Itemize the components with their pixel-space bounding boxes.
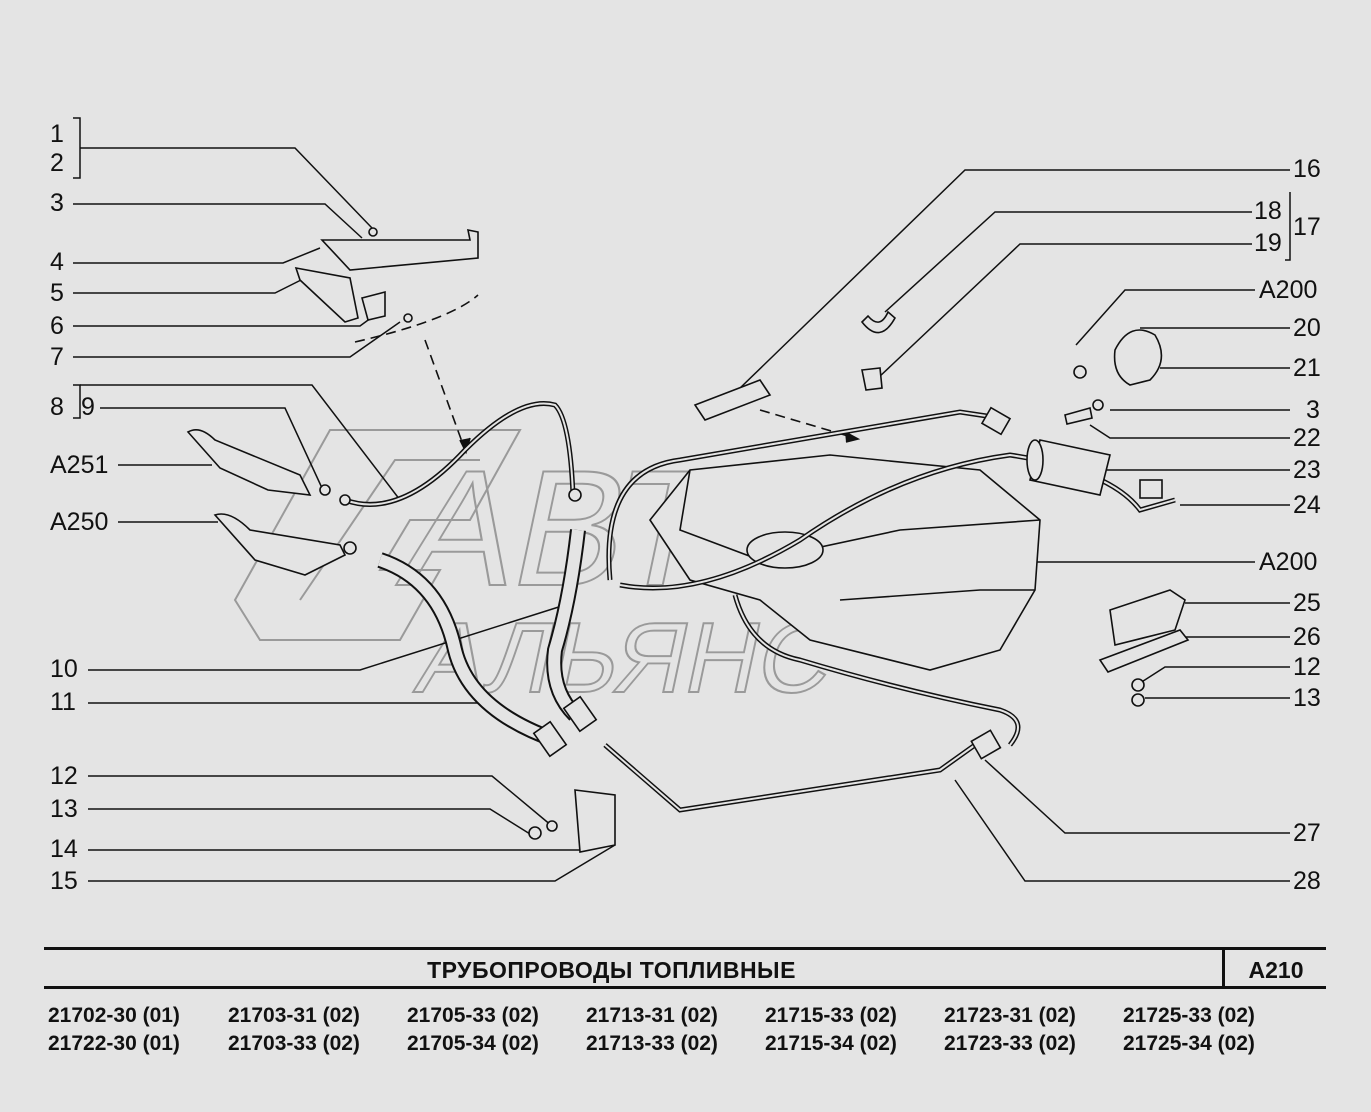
dash-arrow xyxy=(424,339,466,451)
label-16: 16 xyxy=(1293,155,1321,183)
label-1: 1 xyxy=(50,120,64,148)
clamp-21 xyxy=(1113,329,1163,386)
label-18: 18 xyxy=(1254,197,1282,225)
label-23: 23 xyxy=(1293,456,1321,484)
label-a200-bottom: A200 xyxy=(1259,548,1318,576)
connector-27 xyxy=(970,729,1002,760)
model-item: 21723-31 (02) xyxy=(944,1004,1076,1027)
clip-19 xyxy=(861,367,883,391)
model-item: 21705-34 (02) xyxy=(407,1032,539,1055)
model-column: 21725-33 (02) 21725-34 (02) xyxy=(1123,1002,1255,1058)
bolt-part xyxy=(368,227,378,237)
label-10: 10 xyxy=(50,655,78,683)
model-column: 21723-31 (02) 21723-33 (02) xyxy=(944,1002,1076,1058)
diagram-code: A210 xyxy=(1248,957,1304,983)
watermark-logo-icon xyxy=(233,429,522,641)
bracket-part xyxy=(320,228,479,271)
label-19: 19 xyxy=(1254,229,1282,257)
label-22: 22 xyxy=(1293,424,1321,452)
model-item: 21723-33 (02) xyxy=(944,1032,1076,1055)
label-a250: A250 xyxy=(50,508,109,536)
parts-diagram: АВТО АЛЬЯНС xyxy=(50,117,1321,895)
page-title: ТРУБОПРОВОДЫ ТОПЛИВНЫЕ xyxy=(427,957,796,983)
diagram-svg: АВТО АЛЬЯНС xyxy=(73,117,1291,882)
holder-15 xyxy=(574,789,616,853)
label-21: 21 xyxy=(1293,354,1321,382)
label-a200-top: A200 xyxy=(1259,276,1318,304)
title-divider xyxy=(1222,950,1225,986)
label-24: 24 xyxy=(1293,491,1321,519)
label-a251: A251 xyxy=(50,451,109,479)
model-item: 21722-30 (01) xyxy=(48,1032,180,1055)
model-column: 21715-33 (02) 21715-34 (02) xyxy=(765,1002,897,1058)
parts-drawing xyxy=(186,227,1190,853)
label-20: 20 xyxy=(1293,314,1321,342)
model-column: 21703-31 (02) 21703-33 (02) xyxy=(228,1002,360,1058)
label-15: 15 xyxy=(50,867,78,895)
model-column: 21702-30 (01) 21722-30 (01) xyxy=(48,1002,180,1058)
dash-arc xyxy=(354,294,479,343)
model-item: 21715-34 (02) xyxy=(765,1032,897,1055)
fuel-rail-a250 xyxy=(213,513,347,576)
label-4: 4 xyxy=(50,248,64,276)
model-item: 21715-33 (02) xyxy=(765,1004,897,1027)
model-column: 21713-31 (02) 21713-33 (02) xyxy=(586,1002,718,1058)
label-12-right: 12 xyxy=(1293,653,1321,681)
model-item: 21713-31 (02) xyxy=(586,1004,718,1027)
fuel-tank xyxy=(649,454,1041,671)
label-17: 17 xyxy=(1293,213,1321,241)
label-14: 14 xyxy=(50,835,78,863)
label-11: 11 xyxy=(50,688,76,716)
bolt-22 xyxy=(1064,406,1093,425)
label-3-right: 3 xyxy=(1306,396,1320,424)
label-3: 3 xyxy=(50,189,64,217)
model-item: 21705-33 (02) xyxy=(407,1004,539,1027)
label-2: 2 xyxy=(50,149,64,177)
model-column: 21705-33 (02) 21705-34 (02) xyxy=(407,1002,539,1058)
label-28: 28 xyxy=(1293,867,1321,895)
label-7: 7 xyxy=(50,343,64,371)
model-item: 21702-30 (01) xyxy=(48,1004,180,1027)
holder-25 xyxy=(1109,589,1186,646)
model-item: 21725-33 (02) xyxy=(1123,1004,1255,1027)
screw-part xyxy=(403,313,413,323)
label-5: 5 xyxy=(50,279,64,307)
fuel-tube-main xyxy=(603,742,977,813)
fuel-rail-a251 xyxy=(186,429,312,496)
label-26: 26 xyxy=(1293,623,1321,651)
label-13-right: 13 xyxy=(1293,684,1321,712)
label-9: 9 xyxy=(81,393,95,421)
label-8: 8 xyxy=(50,393,64,421)
bracket-plate-part xyxy=(294,266,359,323)
label-27: 27 xyxy=(1293,819,1321,847)
label-13-left: 13 xyxy=(50,795,78,823)
model-item: 21725-34 (02) xyxy=(1123,1032,1255,1055)
clip-18 xyxy=(860,310,897,334)
sleeve-16 xyxy=(693,379,772,421)
label-6: 6 xyxy=(50,312,64,340)
model-item: 21703-31 (02) xyxy=(228,1004,360,1027)
bracket-26 xyxy=(1098,629,1190,673)
title-bar: ТРУБОПРОВОДЫ ТОПЛИВНЫЕ A210 xyxy=(44,947,1326,989)
clip-part xyxy=(361,290,386,321)
leader-lines-right xyxy=(737,169,1291,882)
model-item: 21713-33 (02) xyxy=(586,1032,718,1055)
model-item: 21703-33 (02) xyxy=(228,1032,360,1055)
label-25: 25 xyxy=(1293,589,1321,617)
label-12-left: 12 xyxy=(50,762,78,790)
